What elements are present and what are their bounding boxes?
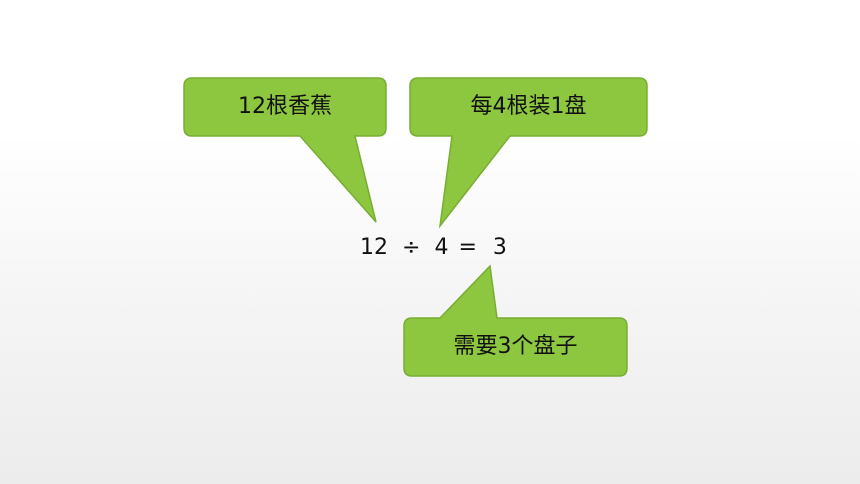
division-operator: ÷	[402, 234, 421, 260]
callout-bananas-shape	[183, 77, 387, 223]
callout-result-shape	[403, 264, 628, 377]
quotient: 3	[492, 234, 507, 260]
callout-bananas-text: 12根香蕉	[238, 94, 332, 119]
dividend: 12	[360, 234, 388, 260]
callout-result-text: 需要3个盘子	[453, 334, 578, 359]
equals-sign: =	[458, 234, 477, 260]
callout-per-plate-shape	[409, 77, 648, 229]
callout-per-plate-text: 每4根装1盘	[470, 94, 587, 119]
divisor: 4	[434, 234, 449, 260]
division-equation: 12 ÷ 4 = 3	[360, 232, 510, 262]
